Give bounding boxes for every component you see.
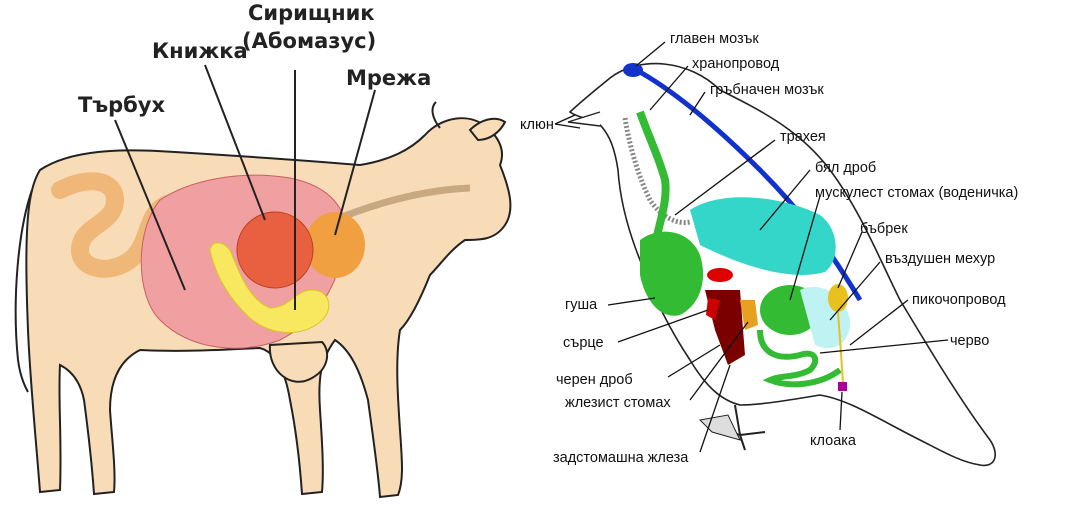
- label-pancreas: задстомашна жлеза: [553, 450, 689, 466]
- cow-reticulum: [305, 212, 365, 278]
- label-beak: клюн: [520, 117, 554, 133]
- label-ureter: пикочопровод: [912, 292, 1006, 308]
- label-abomasum-line2: (Абомазус): [242, 29, 376, 53]
- label-omasum: Книжка: [152, 39, 248, 63]
- bird-cloaca: [838, 382, 847, 391]
- leader-beak-2: [555, 124, 580, 128]
- label-liver: черен дроб: [556, 372, 633, 388]
- label-reticulum: Мрежа: [346, 66, 431, 90]
- bird-heart: [707, 268, 733, 282]
- label-esophagus: хранопровод: [692, 56, 780, 72]
- label-intestine: черво: [950, 333, 989, 349]
- bird-brain: [623, 63, 643, 77]
- label-abomasum-line1: Сирищник: [248, 1, 375, 25]
- label-heart: сърце: [563, 335, 604, 351]
- label-spinal-cord: гръбначен мозък: [710, 82, 824, 98]
- label-gizzard: мускулест стомах (воденичка): [815, 185, 1018, 201]
- label-proventriculus: жлезист стомах: [565, 395, 671, 411]
- leader-brain: [636, 42, 665, 66]
- label-lung: бял дроб: [815, 160, 876, 176]
- cow-omasum: [237, 212, 313, 288]
- label-kidney: бъбрек: [860, 221, 908, 237]
- cow-illustration: Търбух Книжка Сирищник (Абомазус) Мрежа: [16, 1, 511, 497]
- bird-kidney: [828, 284, 848, 312]
- label-brain: главен мозък: [670, 31, 759, 47]
- label-trachea: трахея: [780, 129, 826, 145]
- label-rumen: Търбух: [78, 93, 165, 117]
- label-crop: гуша: [565, 297, 598, 313]
- label-air-sac: въздушен мехур: [885, 251, 995, 267]
- leader-crop: [608, 298, 655, 305]
- label-cloaca: клоака: [810, 433, 857, 449]
- bird-illustration: главен мозък хранопровод гръбначен мозък…: [520, 31, 1018, 466]
